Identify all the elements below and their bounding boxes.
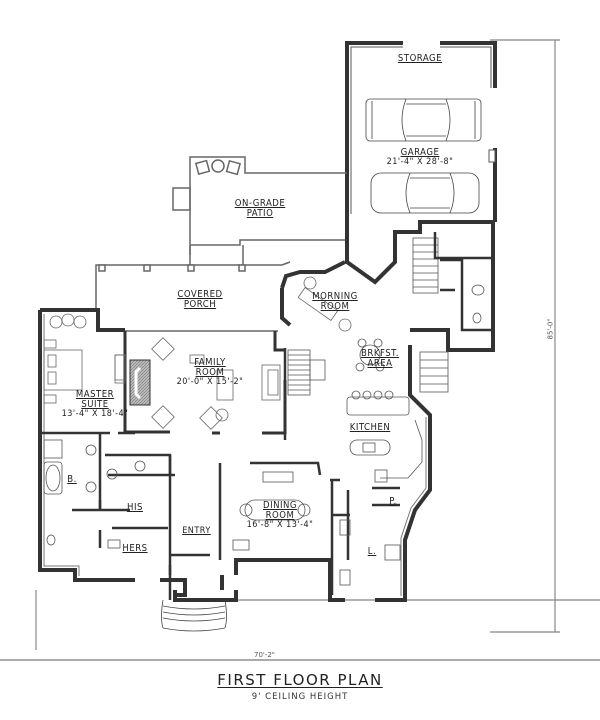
room-label-hers: HERS xyxy=(110,544,160,554)
room-label-porch: COVERED PORCH xyxy=(160,290,240,310)
room-name: ROOM xyxy=(320,300,350,312)
exterior-walls xyxy=(38,214,495,602)
furniture xyxy=(114,337,281,430)
room-name: B. xyxy=(67,474,77,485)
furniture xyxy=(297,276,352,332)
room-dimensions: 21'-4" X 28'-8" xyxy=(386,156,454,167)
room-name: ROOM xyxy=(265,509,295,521)
room-label-family: FAMILY ROOM 20'-0" X 15'-2" xyxy=(160,358,260,387)
room-name: PORCH xyxy=(183,298,217,310)
room-label-his: HIS xyxy=(115,503,155,513)
room-label-storage: STORAGE xyxy=(375,54,465,64)
room-name: KITCHEN xyxy=(349,422,391,433)
dimension-lines xyxy=(0,39,600,661)
patio-outline xyxy=(172,156,347,255)
overall-depth-dimension: 85'-0" xyxy=(546,318,555,340)
room-label-bath: B. xyxy=(62,475,82,485)
dining-table-icon xyxy=(232,471,311,551)
room-name: P. xyxy=(389,496,397,507)
room-label-kitchen: KITCHEN xyxy=(335,423,405,433)
car-icon xyxy=(370,172,480,214)
kitchen-island xyxy=(346,390,423,483)
room-dimensions: 16'-8" X 13'-4" xyxy=(246,519,314,530)
breakfast-table-icon xyxy=(355,338,385,372)
powder-bath-walls xyxy=(433,232,493,332)
room-name: GARAGE xyxy=(400,147,440,158)
room-name: COVERED xyxy=(177,289,223,300)
room-name: L. xyxy=(367,546,377,557)
fireplace-icon xyxy=(129,359,151,406)
room-name: FAMILY xyxy=(194,357,226,368)
room-dimensions: 20'-0" X 15'-2" xyxy=(176,376,244,387)
pantry-laundry-walls xyxy=(330,480,400,595)
toilet-icon xyxy=(471,284,485,324)
room-label-entry: ENTRY xyxy=(174,526,219,536)
bathtub-icon xyxy=(43,439,146,549)
car-icon xyxy=(365,98,482,142)
room-label-laundry: L. xyxy=(364,547,380,557)
room-name: HIS xyxy=(127,502,143,513)
room-label-master: MASTER SUITE 13'-4" X 18'-4" xyxy=(45,390,145,419)
room-name: AREA xyxy=(367,357,393,369)
room-label-morning: MORNING ROOM xyxy=(300,292,370,312)
plan-title: FIRST FLOOR PLAN xyxy=(217,671,383,689)
room-label-brkfst: BRKFST. AREA xyxy=(350,349,410,369)
room-label-patio: ON-GRADE PATIO xyxy=(220,199,300,219)
room-label-pantry: P. xyxy=(385,497,401,507)
stairs xyxy=(287,349,326,396)
room-name: MORNING xyxy=(312,291,358,302)
room-name: SUITE xyxy=(81,398,109,410)
room-name: ROOM xyxy=(195,366,225,378)
room-name: HERS xyxy=(122,543,148,554)
room-label-dining: DINING ROOM 16'-8" X 13'-4" xyxy=(235,501,325,530)
furniture xyxy=(43,313,126,404)
garage-walls xyxy=(345,41,497,222)
room-name: ON-GRADE xyxy=(234,198,286,209)
front-steps-icon xyxy=(161,599,227,632)
dining-room-walls xyxy=(218,461,340,560)
stairs xyxy=(412,237,449,393)
entry-walls xyxy=(168,553,210,600)
overall-width-dimension: 70'-2" xyxy=(254,651,276,659)
room-name: ENTRY xyxy=(182,526,211,536)
room-name: MASTER xyxy=(75,389,115,400)
porch-outline xyxy=(95,245,291,332)
room-name: STORAGE xyxy=(397,53,443,64)
room-name: BRKFST. xyxy=(361,348,399,359)
room-dimensions: 13'-4" X 18'-4" xyxy=(61,408,129,419)
room-name: DINING xyxy=(262,500,298,511)
room-label-garage: GARAGE 21'-4" X 28'-8" xyxy=(365,148,475,167)
room-name: PATIO xyxy=(246,207,274,219)
plan-subtitle: 9' CEILING HEIGHT xyxy=(251,692,349,702)
